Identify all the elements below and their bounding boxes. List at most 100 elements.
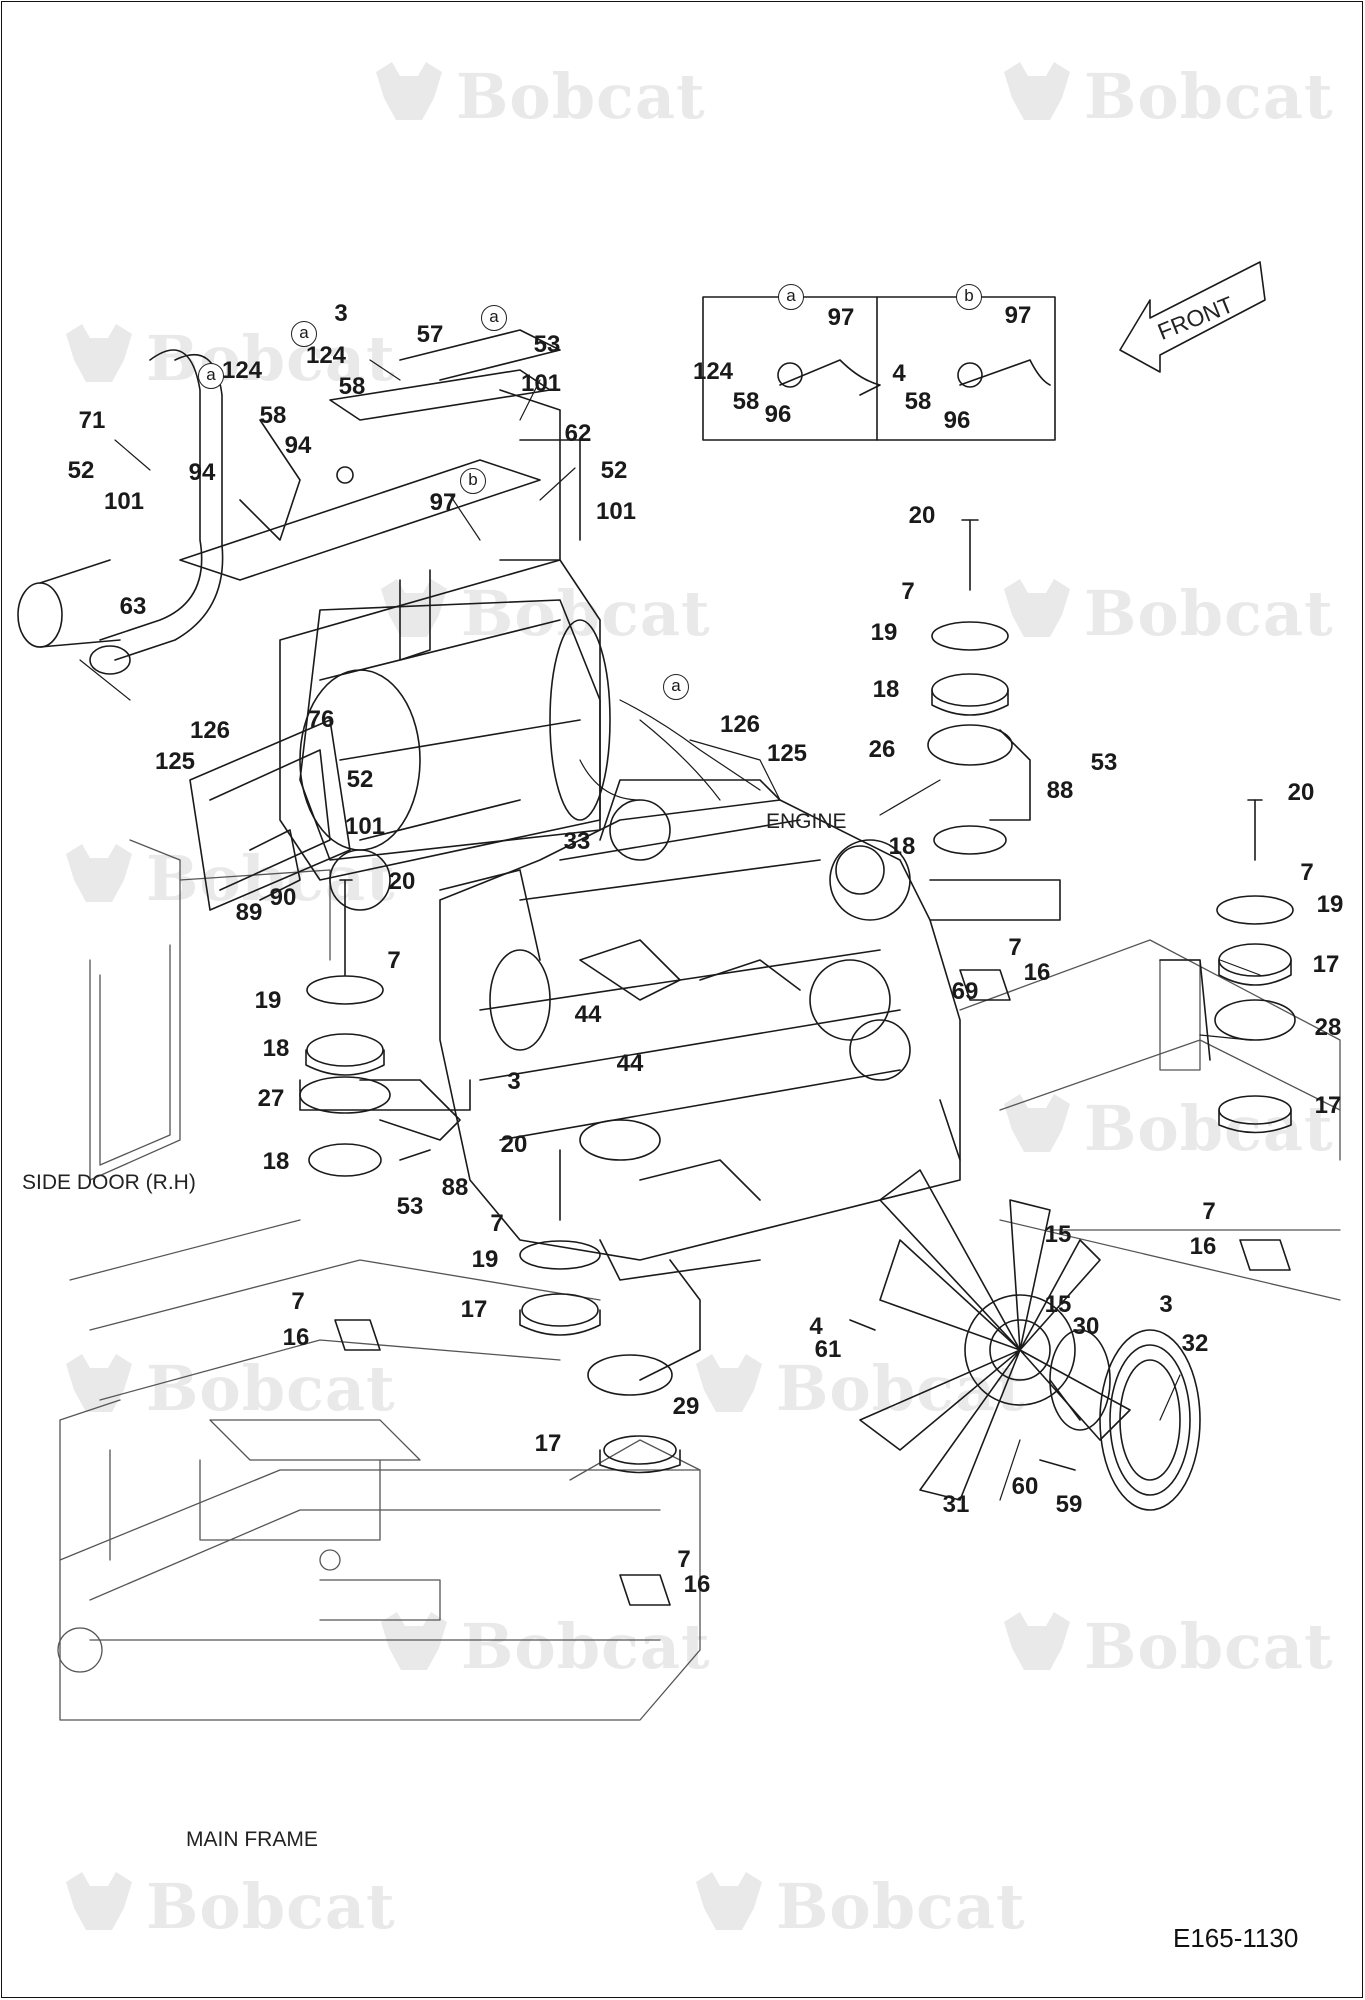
watermark-text: Bobcat xyxy=(1084,577,1334,650)
figure-code: E165-1130 xyxy=(1173,1923,1299,1953)
fan-spacer xyxy=(1049,1329,1111,1431)
callout: 7 xyxy=(291,1288,305,1315)
callout: 16 xyxy=(1189,1233,1217,1260)
detail-ref-b: b xyxy=(460,468,486,494)
callout: 7 xyxy=(901,578,915,605)
watermark-text: Bobcat xyxy=(146,322,396,395)
callout: 101 xyxy=(344,813,386,840)
callout: 17 xyxy=(460,1296,488,1323)
callout: 58 xyxy=(904,388,932,415)
callout: 18 xyxy=(872,676,900,703)
callout: 44 xyxy=(616,1050,644,1077)
side-door-panel xyxy=(89,839,331,1181)
watermark: Bobcat xyxy=(998,1608,1334,1683)
mount-stack-left xyxy=(299,879,471,1177)
main-frame-structure xyxy=(57,1219,701,1721)
callout: 58 xyxy=(259,402,287,429)
callout: 63 xyxy=(119,593,147,620)
callout: 101 xyxy=(520,370,562,397)
mount-stack-upper-right xyxy=(927,519,1061,921)
callout: 59 xyxy=(1055,1491,1083,1518)
watermark: Bobcat xyxy=(60,1350,396,1425)
watermark: Bobcat xyxy=(60,840,396,915)
callout: 89 xyxy=(235,899,263,926)
callout: 16 xyxy=(683,1571,711,1598)
callout: 7 xyxy=(1300,859,1314,886)
callout: 96 xyxy=(764,401,792,428)
watermark: Bobcat xyxy=(60,320,396,395)
callout: 16 xyxy=(1023,959,1051,986)
callout: 16 xyxy=(282,1324,310,1351)
watermark-text: Bobcat xyxy=(1084,1092,1334,1165)
bobcat-logo-icon xyxy=(60,320,138,390)
front-arrow-icon xyxy=(1119,261,1266,373)
callout: 18 xyxy=(262,1148,290,1175)
callout: 53 xyxy=(533,331,561,358)
callout: 7 xyxy=(677,1546,691,1573)
fan-clutch xyxy=(1099,1329,1201,1511)
callout: 53 xyxy=(396,1193,424,1220)
watermark: Bobcat xyxy=(998,1090,1334,1165)
callout: 7 xyxy=(1008,934,1022,961)
watermark: Bobcat xyxy=(690,1868,1026,1943)
engine-block xyxy=(439,779,961,1281)
callout: 94 xyxy=(188,459,216,486)
watermark-text: Bobcat xyxy=(456,60,706,133)
watermark: Bobcat xyxy=(998,575,1334,650)
callout: 20 xyxy=(908,502,936,529)
bobcat-logo-icon xyxy=(60,1868,138,1938)
watermark: Bobcat xyxy=(370,58,706,133)
callout: 3 xyxy=(507,1068,521,1095)
callout: 20 xyxy=(500,1131,528,1158)
callout: 101 xyxy=(103,488,145,515)
callout: 94 xyxy=(284,432,312,459)
callout: 26 xyxy=(868,736,896,763)
detail-ref-a: a xyxy=(778,284,804,310)
callout: 126 xyxy=(719,711,761,738)
callout: 17 xyxy=(1314,1092,1342,1119)
callout: 4 xyxy=(809,1313,823,1340)
callout: 124 xyxy=(221,357,263,384)
detail-box xyxy=(702,296,1056,441)
watermark-text: Bobcat xyxy=(1084,60,1334,133)
callout: 60 xyxy=(1011,1473,1039,1500)
callout: 31 xyxy=(942,1491,970,1518)
callout: 101 xyxy=(595,498,637,525)
callout: 90 xyxy=(269,884,297,911)
callout: 58 xyxy=(732,388,760,415)
callout: 18 xyxy=(262,1035,290,1062)
detail-ref-a: a xyxy=(198,363,224,389)
callout: 88 xyxy=(1046,777,1074,804)
bobcat-logo-icon xyxy=(690,1868,768,1938)
callout: 96 xyxy=(943,407,971,434)
exhaust-pipe xyxy=(17,349,224,675)
callout: 52 xyxy=(346,766,374,793)
watermark-text: Bobcat xyxy=(1084,1610,1334,1683)
cooling-fan xyxy=(859,1169,1131,1501)
callout: 3 xyxy=(1159,1291,1173,1318)
watermark: Bobcat xyxy=(690,1350,1026,1425)
bobcat-logo-icon xyxy=(690,1350,768,1420)
callout: 53 xyxy=(1090,749,1118,776)
callout: 71 xyxy=(78,407,106,434)
detail-ref-a: a xyxy=(291,321,317,347)
detail-ref-a: a xyxy=(481,305,507,331)
callout: 97 xyxy=(827,304,855,331)
callout: 52 xyxy=(600,457,628,484)
callout: 32 xyxy=(1181,1330,1209,1357)
callout: 19 xyxy=(254,987,282,1014)
watermark-text: Bobcat xyxy=(776,1352,1026,1425)
callout: 19 xyxy=(870,619,898,646)
callout: 58 xyxy=(338,373,366,400)
fasteners xyxy=(334,969,1291,1606)
callout: 124 xyxy=(692,358,734,385)
callout: 7 xyxy=(490,1210,504,1237)
callout: 19 xyxy=(1316,891,1344,918)
callout: 3 xyxy=(334,300,348,327)
callout: 20 xyxy=(1287,779,1315,806)
right-frame-structure xyxy=(959,939,1341,1301)
callout: 97 xyxy=(429,489,457,516)
callout: 7 xyxy=(1202,1198,1216,1225)
